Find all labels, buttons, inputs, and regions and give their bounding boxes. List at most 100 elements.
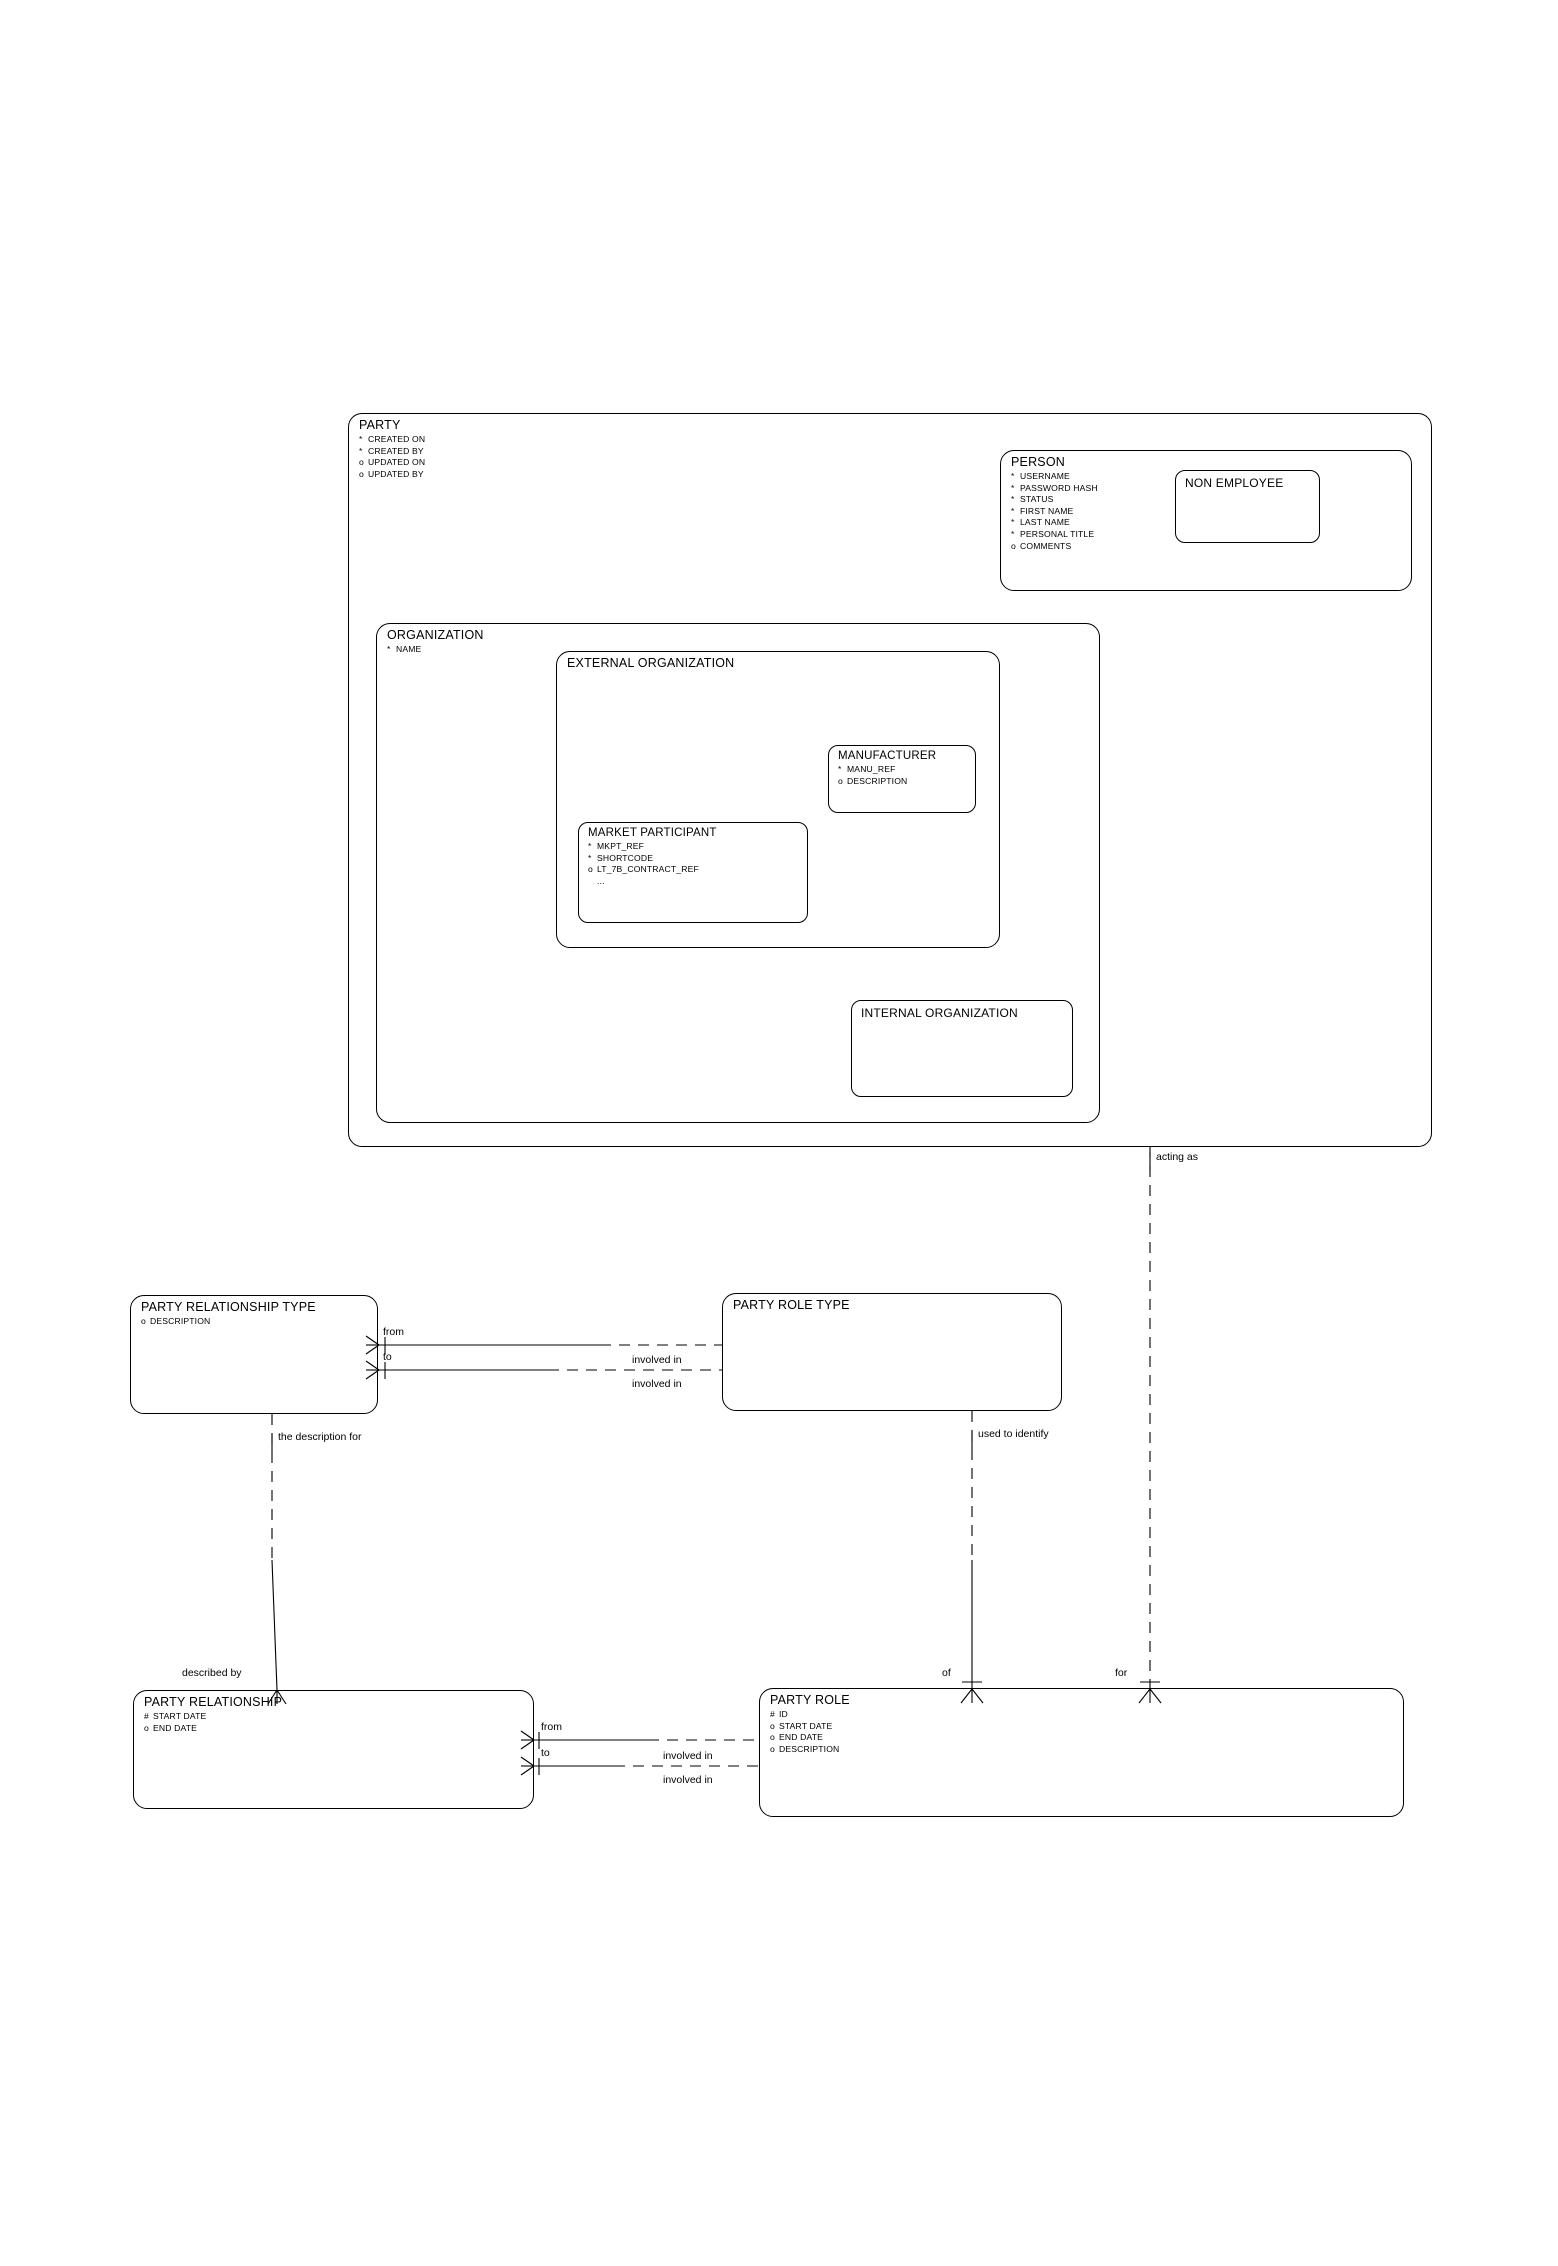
attribute-mark: *	[1011, 505, 1015, 516]
attribute-mark: *	[359, 434, 363, 444]
attribute-name: MANU_REF	[847, 764, 896, 774]
attribute-row: # START DATE	[144, 1711, 206, 1723]
attribute-name: PASSWORD HASH	[1020, 482, 1098, 493]
entity-external-organization-title: EXTERNAL ORGANIZATION	[567, 656, 735, 670]
attribute-mark: *	[1011, 517, 1015, 528]
entity-party-relationship-title: PARTY RELATIONSHIP	[144, 1695, 283, 1709]
entity-party-title: PARTY	[359, 418, 401, 432]
relationship-label-the-description-for: the description for	[278, 1431, 362, 1443]
attribute-mark: o	[838, 775, 843, 786]
attribute-name: MKPT_REF	[597, 841, 645, 851]
relationship-label-prt-to: to	[383, 1351, 392, 1363]
attribute-name: PERSONAL TITLE	[1020, 528, 1095, 539]
entity-internal-organization-title: INTERNAL ORGANIZATION	[861, 1006, 1018, 1020]
attribute-mark: *	[838, 764, 842, 774]
entity-manufacturer[interactable]: MANUFACTURER * MANU_REF o DESCRIPTION	[828, 745, 976, 813]
relationship-label-acting-as: acting as	[1156, 1151, 1199, 1163]
entity-party-relationship-type-title: PARTY RELATIONSHIP TYPE	[141, 1300, 316, 1314]
attribute-name: UPDATED ON	[368, 457, 426, 468]
attribute-mark: *	[1011, 494, 1015, 505]
attribute-name: END DATE	[153, 1722, 198, 1733]
attribute-name: ...	[597, 875, 605, 886]
relationship-label-pr-involved-in-2: involved in	[663, 1774, 713, 1786]
entity-internal-organization[interactable]: INTERNAL ORGANIZATION	[851, 1000, 1073, 1097]
attribute-name: START DATE	[779, 1720, 833, 1731]
relationship-label-described-by: described by	[182, 1667, 242, 1679]
attribute-name: USERNAME	[1020, 471, 1070, 481]
entity-party[interactable]: PARTY *CREATED ON * CREATED BY o UPDATED O…	[348, 413, 1432, 1147]
entity-market-participant[interactable]: MARKET PARTICIPANT * MKPT_REF * SHORTCODE …	[578, 822, 808, 923]
relationship-label-prt-involved-in-1: involved in	[632, 1354, 682, 1366]
entity-party-role-type[interactable]: PARTY ROLE TYPE	[722, 1293, 1062, 1411]
attribute-row: *NAME	[387, 644, 421, 656]
attribute-mark: *	[588, 841, 592, 851]
attribute-mark: *	[387, 644, 391, 654]
attribute-row: *CREATED ON	[359, 434, 425, 446]
entity-organization-title: ORGANIZATION	[387, 628, 484, 642]
attribute-row: * CREATED BY	[359, 446, 425, 458]
attribute-mark: o	[1011, 540, 1016, 551]
attribute-row: * MANU_REF	[838, 764, 907, 776]
attribute-mark: *	[359, 445, 363, 456]
entity-organization[interactable]: ORGANIZATION *NAME	[376, 623, 1100, 1123]
attribute-row: * STATUS	[1011, 494, 1098, 506]
attribute-name: END DATE	[779, 1732, 824, 1743]
attribute-row: o COMMENTS	[1011, 541, 1098, 553]
entity-market-participant-title: MARKET PARTICIPANT	[588, 827, 717, 839]
attribute-mark: o	[770, 1720, 775, 1731]
attribute-name: COMMENTS	[1020, 540, 1072, 551]
attribute-name: STATUS	[1020, 494, 1054, 505]
attribute-mark: *	[1011, 528, 1015, 539]
attribute-row: * FIRST NAME	[1011, 506, 1098, 518]
entity-party-role-type-title: PARTY ROLE TYPE	[733, 1298, 850, 1312]
attribute-row: * LAST NAME	[1011, 517, 1098, 529]
entity-manufacturer-attributes: * MANU_REF o DESCRIPTION	[838, 764, 907, 787]
entity-manufacturer-title: MANUFACTURER	[838, 750, 937, 762]
attribute-name: LAST NAME	[1020, 517, 1070, 528]
attribute-name: DESCRIPTION	[847, 775, 908, 786]
attribute-mark: *	[1011, 482, 1015, 493]
attribute-mark: #	[770, 1709, 775, 1719]
attribute-mark: *	[588, 852, 592, 863]
relationship-label-used-to-identify: used to identify	[978, 1428, 1049, 1440]
attribute-name: START DATE	[153, 1711, 207, 1721]
attribute-name: LT_7B_CONTRACT_REF	[597, 864, 699, 875]
relationship-label-pr-involved-in-1: involved in	[663, 1750, 713, 1762]
entity-non-employee-title: NON EMPLOYEE	[1185, 476, 1284, 490]
attribute-row: o END DATE	[144, 1723, 206, 1735]
attribute-mark: *	[1011, 471, 1015, 481]
entity-party-role-title: PARTY ROLE	[770, 1693, 850, 1707]
attribute-row: * USERNAME	[1011, 471, 1098, 483]
entity-person-attributes: * USERNAME * PASSWORD HASH * STATUS * FIRST …	[1011, 471, 1098, 552]
entity-person[interactable]: PERSON * USERNAME * PASSWORD HASH * STATUS …	[1000, 450, 1412, 591]
entity-party-relationship[interactable]: PARTY RELATIONSHIP # START DATE o END DATE	[133, 1690, 534, 1809]
attribute-row: # ID	[770, 1709, 839, 1721]
entity-organization-attributes: *NAME	[387, 644, 421, 656]
entity-external-organization[interactable]: EXTERNAL ORGANIZATION	[556, 651, 1000, 948]
attribute-mark: o	[144, 1722, 149, 1733]
relationship-label-prt-from: from	[383, 1326, 404, 1338]
attribute-row: * MKPT_REF	[588, 841, 699, 853]
attribute-row: * PERSONAL TITLE	[1011, 529, 1098, 541]
attribute-row: o START DATE	[770, 1721, 839, 1733]
attribute-name: CREATED BY	[368, 445, 424, 456]
attribute-name: SHORTCODE	[597, 852, 654, 863]
attribute-name: ID	[779, 1709, 788, 1719]
entity-person-title: PERSON	[1011, 455, 1065, 469]
relationship-label-of: of	[942, 1667, 951, 1679]
attribute-mark: o	[359, 457, 364, 468]
attribute-row: o UPDATED ON	[359, 457, 425, 469]
attribute-name: DESCRIPTION	[150, 1316, 211, 1326]
entity-non-employee[interactable]: NON EMPLOYEE	[1175, 470, 1320, 543]
attribute-mark: #	[144, 1711, 149, 1721]
attribute-mark: o	[770, 1743, 775, 1754]
attribute-name: FIRST NAME	[1020, 505, 1074, 516]
